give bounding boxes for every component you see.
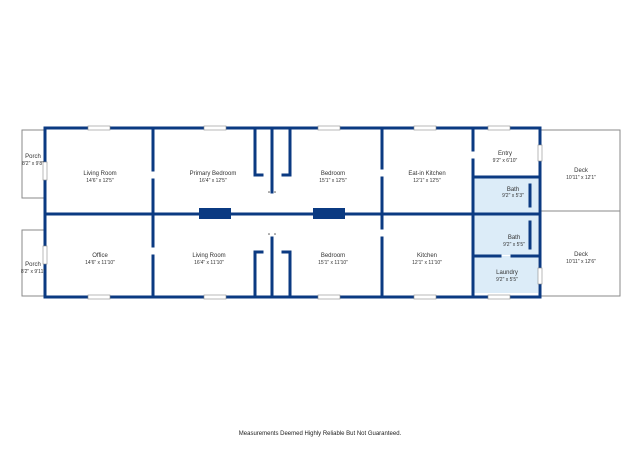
deck-top-dims: 10'11" x 12'1"	[566, 175, 596, 181]
windows	[42, 125, 543, 300]
porch-bottom-name: Porch	[25, 262, 41, 268]
porch-top-name: Porch	[25, 154, 41, 160]
living-room-1-name: Living Room	[83, 171, 116, 177]
porch-bottom-dims: 8'2" x 9'11"	[21, 269, 45, 275]
laundry-dims: 9'2" x 5'5"	[496, 277, 518, 283]
bath-2-dims: 9'2" x 5'5"	[503, 242, 525, 248]
bath-1-dims: 9'2" x 5'3"	[502, 193, 524, 199]
laundry-name: Laundry	[496, 270, 518, 276]
porch-outlines	[21, 129, 46, 297]
entry-name: Entry	[498, 151, 512, 157]
primary-bedroom-dims: 16'4" x 12'5"	[199, 178, 227, 184]
entry-dims: 9'2" x 6'10"	[493, 158, 518, 164]
office-dims: 14'6" x 11'10"	[85, 260, 115, 266]
kitchen-dims: 12'1" x 11'10"	[412, 260, 442, 266]
marker-dots	[268, 191, 276, 235]
laundry-fill	[474, 256, 538, 293]
fireplace-block-right	[313, 208, 345, 219]
deck-bottom-name: Deck	[574, 252, 589, 258]
fireplace-block-left	[199, 208, 231, 219]
living-room-2-dims: 16'4" x 11'10"	[194, 260, 224, 266]
bedroom-2-dims: 15'1" x 11'10"	[318, 260, 348, 266]
deck-top-name: Deck	[574, 168, 589, 174]
bedroom-1-name: Bedroom	[321, 171, 345, 177]
disclaimer-text: Measurements Deemed Highly Reliable But …	[238, 431, 402, 437]
primary-bedroom-name: Primary Bedroom	[190, 171, 237, 177]
deck-outlines	[540, 129, 621, 297]
bath-1-fill	[474, 177, 538, 215]
deck-bottom-dims: 10'11" x 12'6"	[566, 259, 596, 265]
office-name: Office	[92, 253, 108, 259]
bath-2-name: Bath	[508, 235, 520, 241]
bedroom-1-dims: 15'1" x 12'5"	[319, 178, 347, 184]
eat-in-kitchen-dims: 12'1" x 12'5"	[413, 178, 441, 184]
eat-in-kitchen-name: Eat-in Kitchen	[408, 171, 445, 177]
bath-1-name: Bath	[507, 187, 519, 193]
bedroom-2-name: Bedroom	[321, 253, 345, 259]
kitchen-name: Kitchen	[417, 253, 437, 259]
living-room-1-dims: 14'6" x 12'5"	[86, 178, 114, 184]
porch-top-dims: 8'2" x 9'8"	[22, 161, 44, 167]
bath-2-fill	[474, 215, 538, 255]
walls	[43, 126, 542, 299]
living-room-2-name: Living Room	[192, 253, 225, 259]
